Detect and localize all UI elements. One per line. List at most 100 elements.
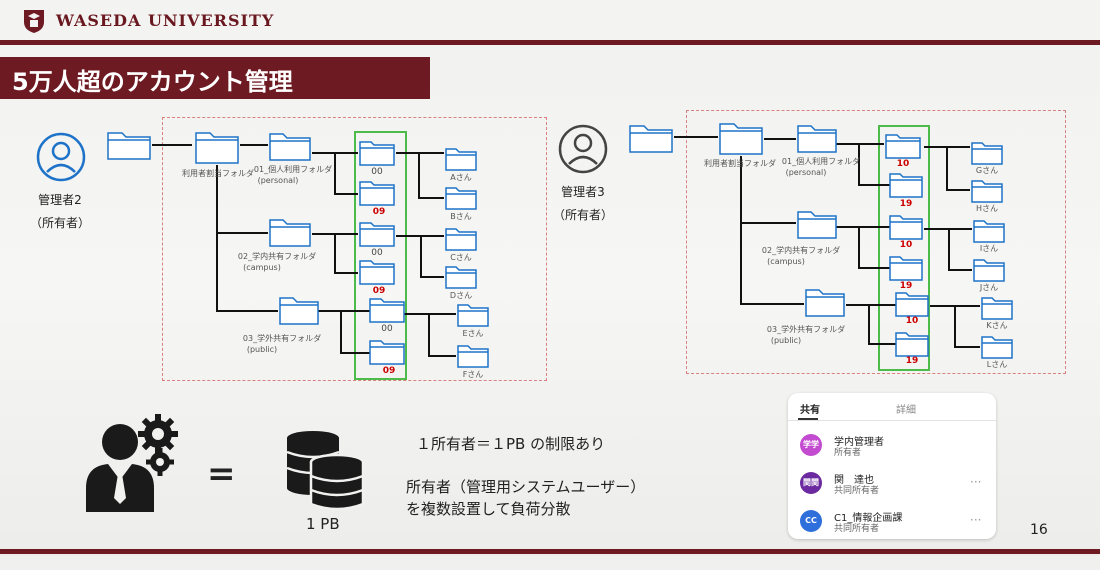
folder-label: 02_学内共有フォルダ [237, 252, 317, 261]
folder-icon [629, 125, 673, 153]
user-folder-label: Cさん [450, 253, 472, 262]
connector [868, 343, 896, 345]
folder-icon [195, 132, 239, 164]
user-folder-label: Lさん [986, 360, 1008, 369]
user-folder-label: Fさん [462, 370, 484, 379]
connector [334, 272, 358, 274]
connector [740, 222, 796, 224]
admin2-role: （所有者） [30, 216, 91, 230]
user-folder-label: Jさん [979, 283, 999, 292]
tab-details[interactable]: 詳細 [896, 405, 916, 416]
folder-icon [885, 134, 921, 159]
folder-icon [981, 297, 1013, 320]
folder-icon [107, 132, 151, 160]
folder-number: 09 [372, 207, 386, 217]
user-folder-label: Bさん [450, 212, 472, 221]
connector [340, 352, 370, 354]
folder-label: 03_学外共有フォルダ [766, 325, 846, 334]
folder-sublabel: (public) [770, 336, 802, 345]
folder-icon [445, 266, 477, 289]
folder-number: 10 [899, 240, 913, 250]
folder-icon [981, 336, 1013, 359]
owner-text-line2: を複数設置して負荷分散 [406, 500, 571, 518]
root-folder-label: 利用者割当フォルダ [704, 159, 776, 168]
folder-icon [973, 259, 1005, 282]
user-folder-label: Gさん [975, 166, 999, 175]
connector [858, 226, 860, 268]
connector [340, 310, 342, 353]
waseda-logo-icon [24, 10, 44, 33]
connector [764, 138, 796, 140]
folder-icon [457, 304, 489, 327]
title-bar: 5万人超のアカウント管理 [0, 57, 430, 99]
user-folder-label: Hさん [975, 204, 998, 213]
active-tab-indicator [798, 418, 818, 420]
folder-icon [445, 228, 477, 251]
folder-icon [889, 173, 923, 198]
connector [858, 143, 860, 185]
storage-label: 1 PB [306, 515, 340, 533]
connector [420, 235, 422, 277]
folder-icon [895, 292, 929, 317]
folder-icon [889, 256, 923, 281]
connector [674, 136, 718, 138]
connector [240, 144, 268, 146]
folder-icon [369, 340, 405, 365]
folder-icon [971, 142, 1003, 165]
connector [334, 152, 336, 194]
folder-icon [359, 222, 395, 247]
folder-icon [797, 125, 837, 153]
share-name: 関 達也 [834, 475, 874, 486]
connector [404, 313, 456, 315]
user-folder-label: Dさん [449, 291, 473, 300]
more-options-icon[interactable]: ··· [970, 475, 982, 489]
folder-sublabel: (public) [246, 345, 278, 354]
folder-icon [889, 215, 923, 240]
user-folder-label: Iさん [979, 244, 999, 253]
share-role: 共同所有者 [834, 486, 880, 496]
database-icon [286, 431, 365, 511]
header-bar [0, 0, 1100, 44]
folder-icon [973, 220, 1005, 243]
equals-sign: = [207, 454, 236, 494]
share-role: 所有者 [834, 448, 862, 458]
footer-divider [0, 549, 1100, 554]
left-tree-box [162, 117, 547, 381]
folder-icon [269, 219, 311, 247]
header-divider [0, 40, 1100, 45]
connector [740, 156, 742, 304]
folder-icon [971, 180, 1003, 203]
connector [216, 165, 218, 310]
folder-number: 09 [372, 286, 386, 296]
folder-icon [269, 133, 311, 161]
page-number: 16 [1030, 522, 1048, 538]
folder-icon [359, 181, 395, 206]
folder-icon [895, 332, 929, 357]
folder-label: 02_学内共有フォルダ [761, 246, 841, 255]
connector [858, 267, 890, 269]
university-name: WASEDA UNIVERSITY [56, 11, 275, 30]
connector [428, 355, 456, 357]
folder-sublabel: (campus) [767, 257, 805, 266]
connector [948, 269, 972, 271]
connector [428, 313, 430, 356]
folder-label: 01_個人利用フォルダ [253, 165, 333, 174]
avatar: 関関 [800, 472, 822, 494]
folder-icon [445, 148, 477, 171]
user-folder-label: Kさん [986, 321, 1008, 330]
tab-share[interactable]: 共有 [800, 405, 820, 416]
connector [740, 303, 804, 305]
folder-number: 00 [371, 248, 383, 258]
user-folder-label: Eさん [462, 329, 484, 338]
folder-number: 19 [899, 199, 913, 209]
folder-number: 19 [905, 356, 919, 366]
more-options-icon[interactable]: ··· [970, 513, 982, 527]
connector [846, 304, 896, 306]
connector [334, 193, 358, 195]
connector [318, 310, 370, 312]
folder-number: 19 [899, 281, 913, 291]
connector [836, 226, 890, 228]
share-name: 学内管理者 [834, 437, 884, 448]
share-panel: 共有 詳細 学学 学内管理者 所有者 関関 関 達也 共同所有者 ··· CC … [788, 393, 996, 539]
connector [868, 304, 870, 344]
